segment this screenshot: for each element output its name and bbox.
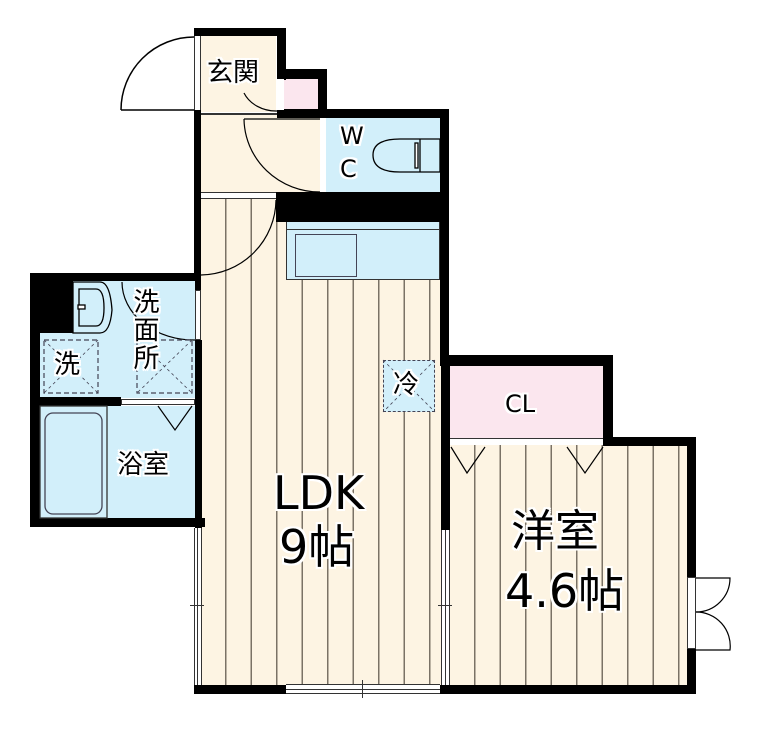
closet-door-strip bbox=[450, 438, 603, 445]
balcony-door-jamb bbox=[687, 577, 696, 649]
western-room-floor bbox=[450, 445, 687, 685]
fridge-diagonals bbox=[382, 359, 436, 413]
washroom-door-opening bbox=[195, 290, 201, 340]
wall bbox=[441, 360, 450, 530]
window-mark bbox=[362, 680, 363, 698]
genkan-step bbox=[201, 113, 277, 115]
ldk-door-swing bbox=[200, 199, 277, 276]
bath-door-fold bbox=[157, 405, 193, 432]
kitchen-counter-edge bbox=[286, 229, 440, 230]
entrance-door-swing bbox=[120, 36, 195, 111]
room-label-ldk: LDK bbox=[273, 466, 365, 520]
closet-floor bbox=[450, 366, 603, 439]
bath-door-opening bbox=[121, 399, 195, 405]
wall bbox=[603, 355, 613, 445]
room-label-fridge: 冷 bbox=[393, 370, 420, 400]
window-line bbox=[445, 530, 446, 685]
room-label-closet: CL bbox=[505, 390, 536, 418]
wall bbox=[194, 28, 201, 34]
washbasin-fixture bbox=[72, 281, 113, 334]
storage-jamb bbox=[277, 79, 284, 110]
wall bbox=[194, 28, 286, 36]
washroom-dashed-space bbox=[136, 339, 193, 394]
wc-door-swing bbox=[243, 118, 321, 193]
entrance-door-jamb bbox=[194, 36, 201, 112]
room-label-wc-w: W bbox=[340, 122, 364, 150]
window-line bbox=[197, 528, 198, 685]
wall bbox=[194, 685, 286, 694]
room-size-western: 4.6帖 bbox=[505, 564, 625, 618]
bathtub-fixture bbox=[39, 405, 108, 519]
wall bbox=[441, 355, 613, 366]
hall-divider bbox=[201, 192, 276, 199]
room-label-washer: 洗 bbox=[54, 350, 81, 380]
wall bbox=[30, 397, 121, 406]
wall bbox=[687, 437, 696, 577]
hall-floor bbox=[201, 115, 321, 192]
shoe-storage bbox=[284, 79, 318, 110]
wall bbox=[30, 273, 73, 333]
wall bbox=[440, 685, 696, 694]
window-mark bbox=[438, 605, 452, 606]
kitchen-sink bbox=[295, 234, 357, 277]
toilet-fixture bbox=[372, 138, 441, 173]
closet-door-folds bbox=[450, 446, 604, 475]
room-label-washroom: 洗面所 bbox=[129, 288, 159, 372]
wall bbox=[194, 110, 201, 280]
genkan-floor bbox=[201, 36, 276, 112]
washer-space bbox=[43, 339, 99, 394]
wall bbox=[277, 109, 449, 118]
room-label-western: 洋室 bbox=[511, 506, 599, 557]
wall bbox=[603, 437, 696, 446]
room-label-genkan: 玄関 bbox=[207, 58, 260, 88]
wall bbox=[277, 28, 286, 80]
wall bbox=[30, 518, 205, 527]
window-mark bbox=[190, 605, 204, 606]
room-label-wc-c: C bbox=[340, 155, 357, 183]
window-line bbox=[286, 689, 440, 690]
ldk-floor bbox=[201, 199, 442, 685]
room-size-ldk: 9帖 bbox=[279, 520, 355, 574]
wc-door-jamb bbox=[320, 118, 326, 192]
wall bbox=[277, 69, 327, 79]
wall bbox=[440, 109, 449, 366]
room-label-bathroom: 浴室 bbox=[117, 450, 170, 480]
wall bbox=[276, 192, 449, 222]
wall bbox=[30, 273, 200, 281]
balcony-door-swing bbox=[695, 577, 731, 651]
wall bbox=[195, 340, 202, 530]
wall bbox=[687, 649, 696, 694]
ldk-left-window bbox=[194, 528, 202, 685]
wall bbox=[195, 280, 201, 290]
washroom-door-swing bbox=[121, 281, 196, 341]
storage-door-swing bbox=[243, 92, 278, 112]
wall bbox=[318, 69, 327, 115]
